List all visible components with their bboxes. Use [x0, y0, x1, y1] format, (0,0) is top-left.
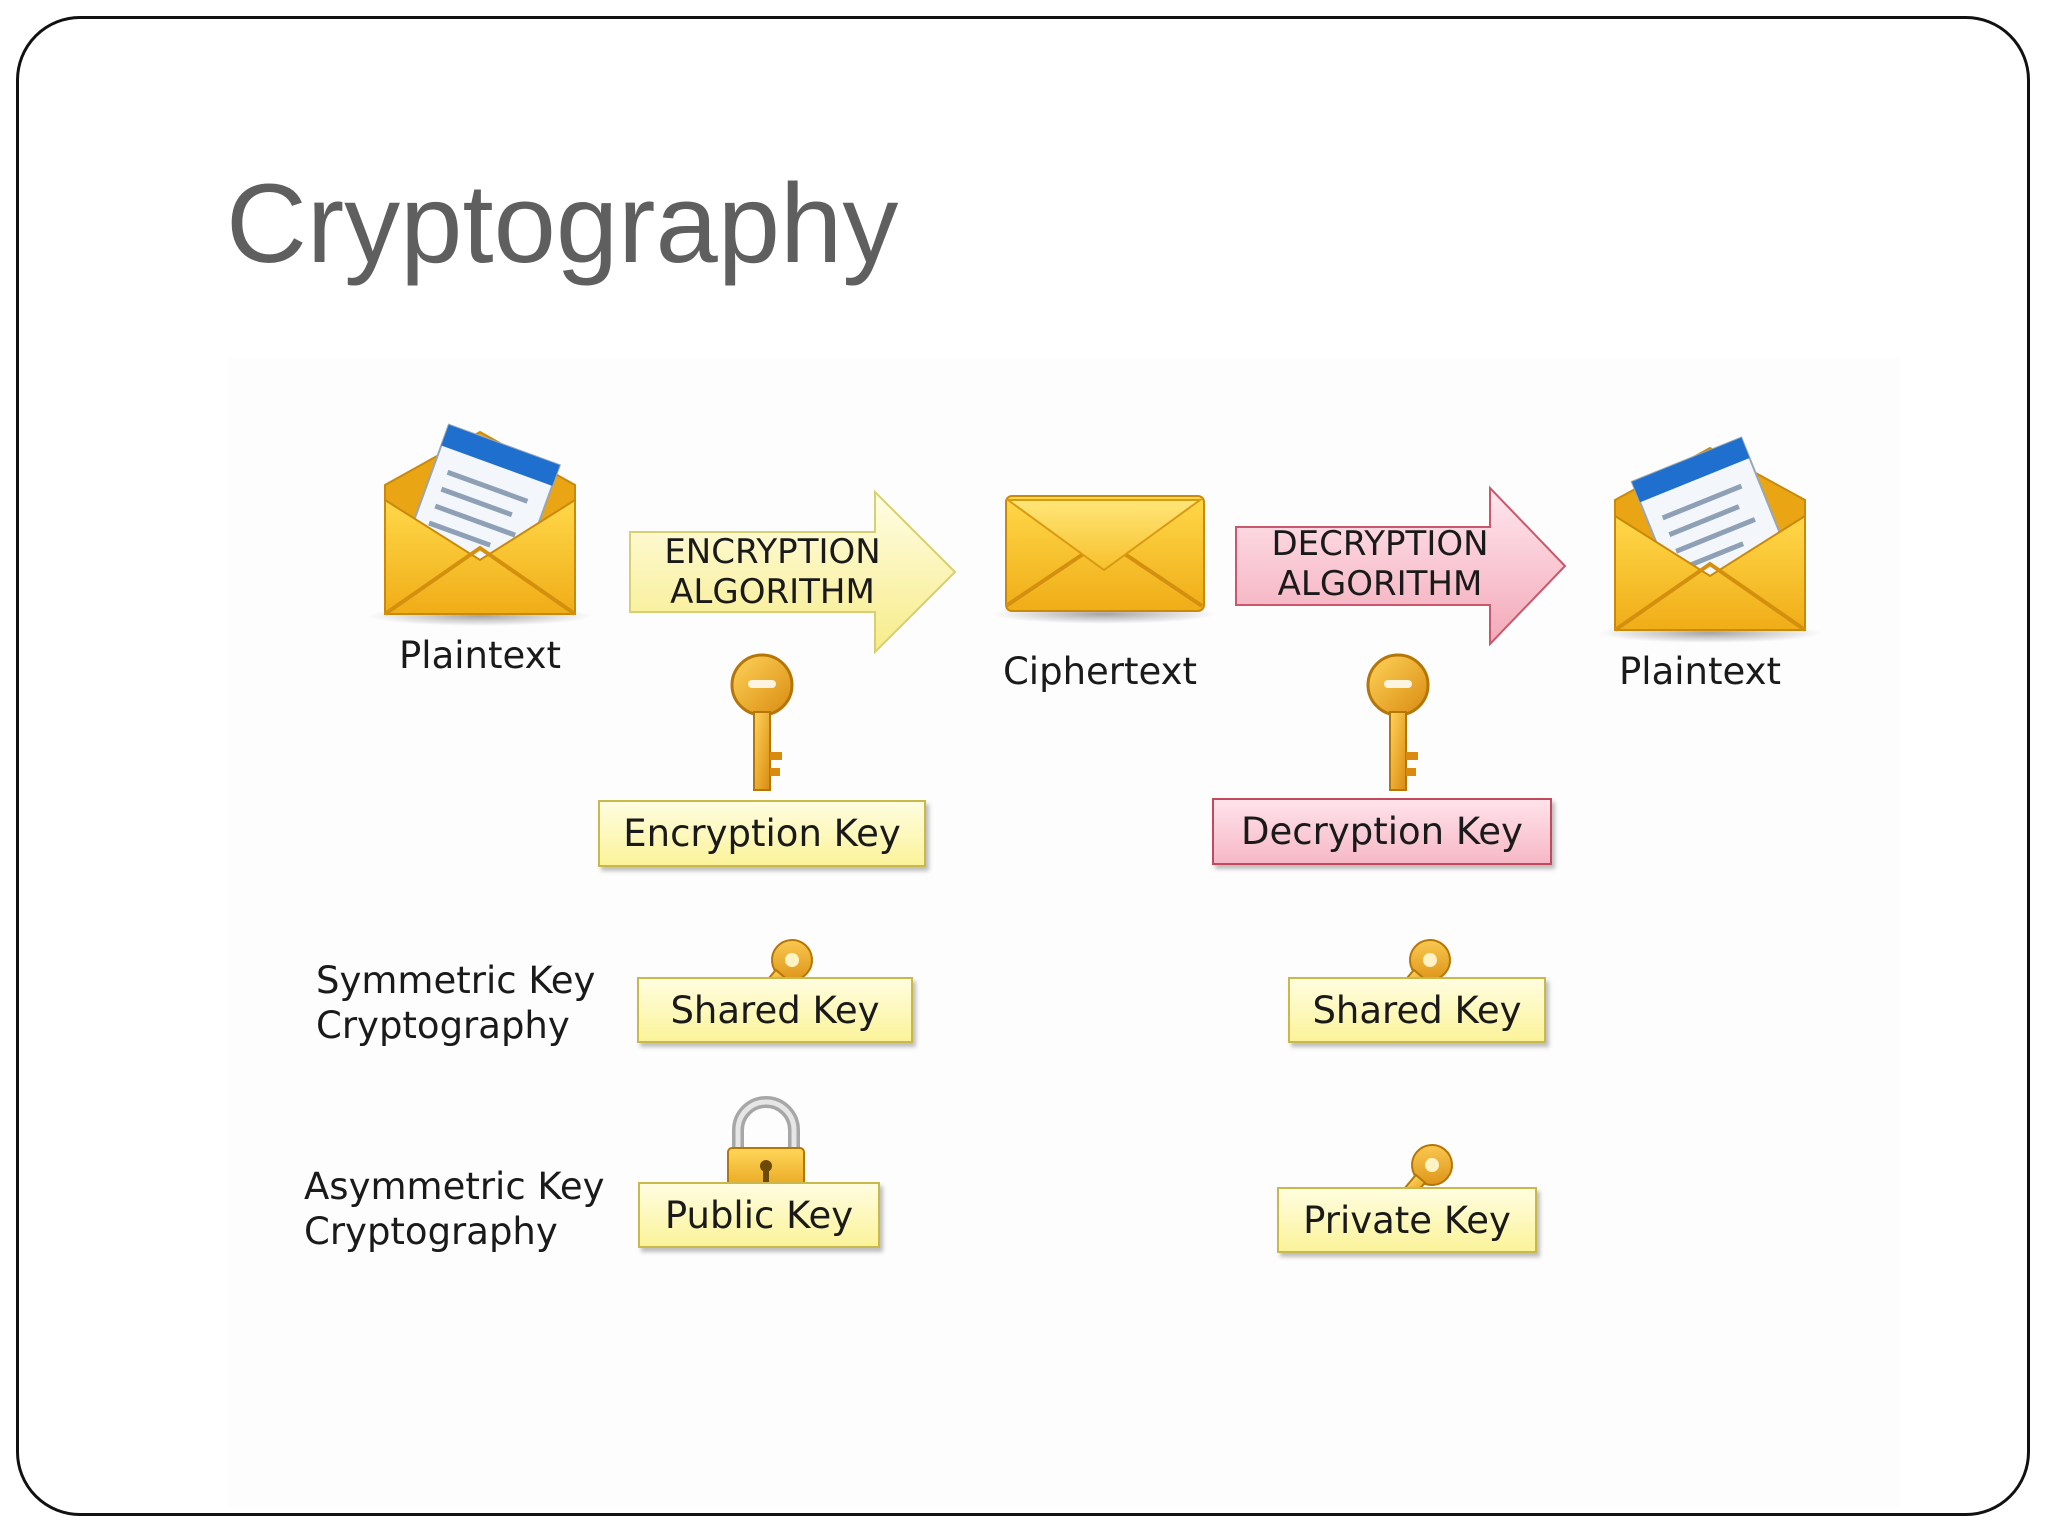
encryption-arrow-line-2: ALGORITHM: [670, 572, 875, 612]
decryption-arrow: [1235, 485, 1567, 647]
symmetric-label-line-1: Symmetric Key: [316, 959, 596, 1002]
encryption-arrow-line-1: ENCRYPTION: [664, 532, 881, 572]
asymmetric-label-line-1: Asymmetric Key: [304, 1165, 605, 1208]
plaintext-left-label: Plaintext: [398, 634, 562, 677]
asymmetric-label-line-2: Cryptography: [304, 1210, 558, 1253]
decryption-key-box: Decryption Key: [1212, 798, 1552, 865]
encryption-algorithm-label: ENCRYPTION ALGORITHM: [640, 532, 905, 612]
ciphertext-label: Ciphertext: [1002, 650, 1198, 693]
slide-title: Cryptography: [226, 161, 899, 286]
decryption-arrow-line-2: ALGORITHM: [1277, 564, 1483, 604]
decryption-algorithm-label: DECRYPTION ALGORITHM: [1245, 524, 1515, 604]
shared-key-box-right: Shared Key: [1288, 977, 1546, 1043]
private-key-box: Private Key: [1277, 1187, 1537, 1253]
asymmetric-key-label: Asymmetric Key Cryptography: [304, 1164, 605, 1254]
shared-key-box-left: Shared Key: [637, 977, 913, 1043]
symmetric-label-line-2: Cryptography: [316, 1004, 570, 1047]
closed-envelope-icon: [992, 495, 1216, 624]
public-key-box: Public Key: [638, 1182, 880, 1248]
encryption-key-box: Encryption Key: [598, 800, 926, 867]
open-envelope-icon: [368, 423, 592, 626]
decryption-arrow-line-1: DECRYPTION: [1271, 524, 1489, 564]
plaintext-right-label: Plaintext: [1618, 650, 1782, 693]
open-envelope-icon: [1598, 436, 1822, 643]
symmetric-key-label: Symmetric Key Cryptography: [316, 958, 595, 1048]
decryption-key-icon: [1366, 653, 1430, 791]
encryption-arrow: [629, 489, 957, 655]
encryption-key-icon: [730, 653, 794, 791]
